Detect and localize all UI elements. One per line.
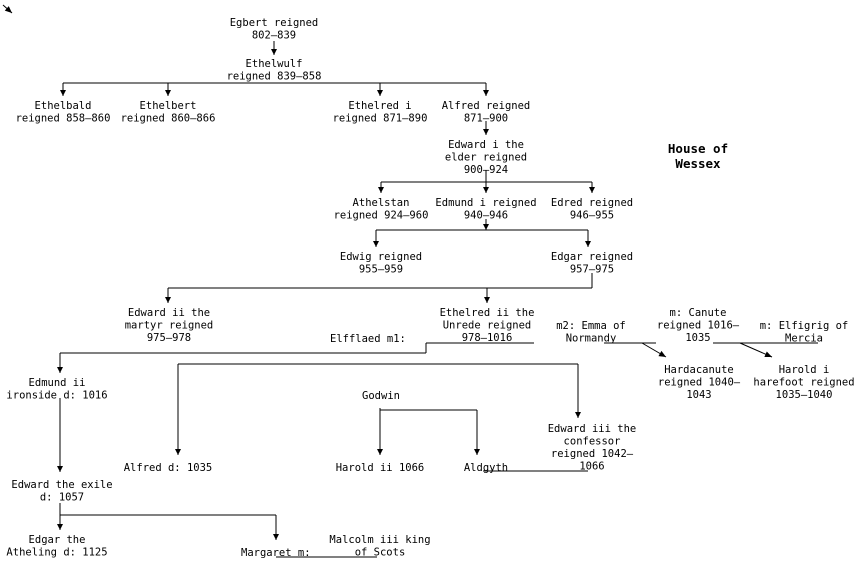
connector-lines bbox=[2, 4, 818, 558]
arrowhead-icon bbox=[165, 297, 171, 303]
arrowheads bbox=[4, 6, 772, 540]
arrowhead-icon bbox=[165, 90, 171, 96]
arrowhead-icon bbox=[4, 6, 12, 13]
arrowhead-icon bbox=[273, 534, 279, 540]
arrowhead-icon bbox=[378, 187, 384, 193]
arrowhead-icon bbox=[575, 412, 581, 418]
arrowhead-icon bbox=[373, 241, 379, 247]
arrowhead-icon bbox=[483, 129, 489, 135]
person-margaret: Margaret m: bbox=[241, 547, 311, 559]
person-alfred-d: Alfred d: 1035 bbox=[124, 462, 213, 474]
arrowhead-icon bbox=[57, 466, 63, 472]
arrowhead-icon bbox=[175, 449, 181, 455]
arrowhead-icon bbox=[483, 90, 489, 96]
arrowhead-icon bbox=[377, 449, 383, 455]
arrowhead-icon bbox=[57, 524, 63, 530]
arrowhead-icon bbox=[483, 224, 489, 230]
person-aldgyth: Aldgyth bbox=[464, 462, 508, 474]
arrowhead-icon bbox=[474, 449, 480, 455]
arrowhead-icon bbox=[60, 90, 66, 96]
person-elfflaed: Elfflaed m1: bbox=[330, 333, 406, 345]
person-harold2: Harold ii 1066 bbox=[336, 462, 425, 474]
arrowhead-icon bbox=[484, 297, 490, 303]
arrowhead-icon bbox=[658, 350, 666, 357]
arrowhead-icon bbox=[589, 187, 595, 193]
arrowhead-icon bbox=[377, 90, 383, 96]
arrowhead-icon bbox=[483, 187, 489, 193]
arrowhead-icon bbox=[585, 241, 591, 247]
arrowhead-icon bbox=[57, 367, 63, 373]
person-godwin: Godwin bbox=[362, 390, 400, 402]
arrowhead-icon bbox=[764, 351, 772, 357]
arrowhead-icon bbox=[271, 49, 277, 55]
